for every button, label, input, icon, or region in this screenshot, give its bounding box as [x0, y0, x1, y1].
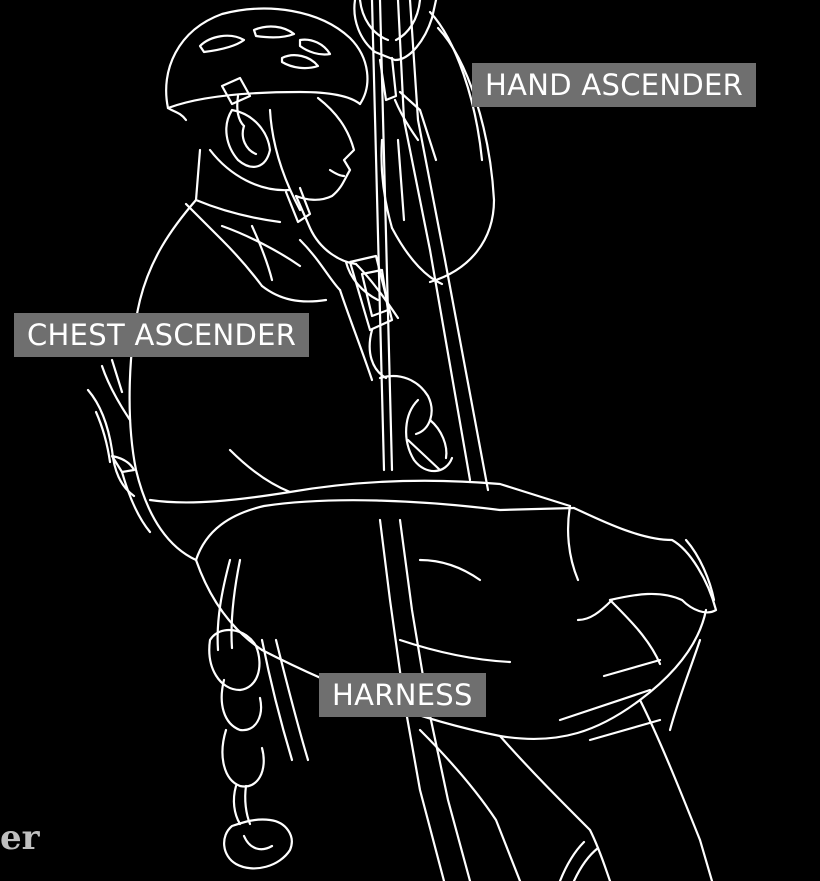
thigh: [262, 560, 712, 881]
watermark-text: er: [0, 818, 44, 858]
hand-on-rope: [88, 360, 150, 532]
torso: [130, 200, 398, 650]
label-hand-ascender: HAND ASCENDER: [472, 63, 756, 107]
label-chest-ascender: CHEST ASCENDER: [14, 313, 309, 357]
label-harness: HARNESS: [319, 673, 486, 717]
raised-arm: [392, 12, 494, 284]
arm-on-waist: [150, 481, 716, 620]
gear-chain: [209, 560, 308, 868]
rope-lower: [560, 842, 598, 881]
head: [210, 98, 354, 210]
helmet: [166, 9, 367, 126]
hand-ascender: [354, 0, 436, 228]
neck: [196, 150, 356, 264]
